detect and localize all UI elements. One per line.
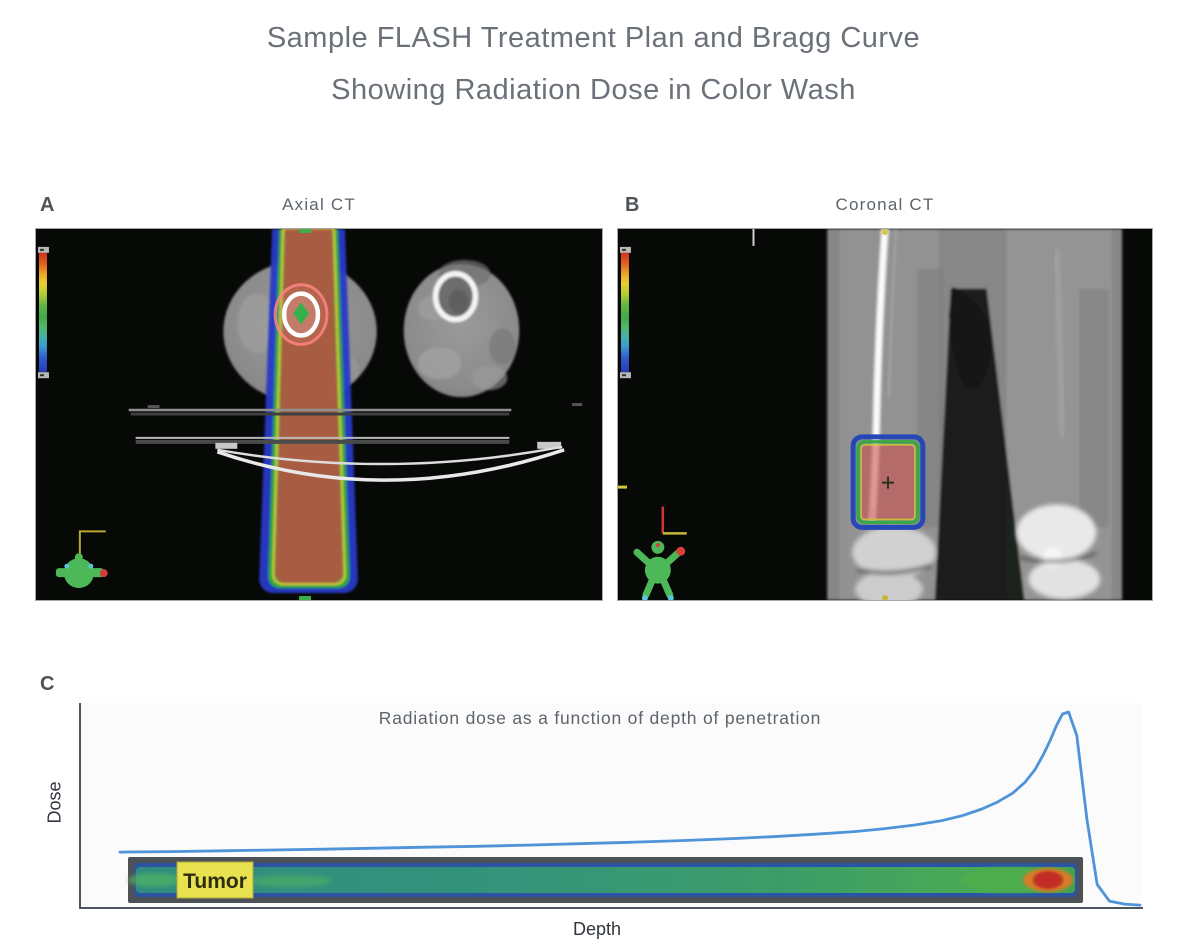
beam-axis-dot-top	[882, 229, 888, 235]
axial-ct-svg	[36, 229, 602, 600]
couch-outline	[128, 403, 583, 482]
figure-title: Sample FLASH Treatment Plan and Bragg Cu…	[0, 12, 1187, 116]
panel-b-title: Coronal CT	[835, 195, 935, 214]
panel-c-label: C	[40, 673, 55, 695]
axial-ct-image	[35, 228, 603, 601]
panel-a-label: A	[40, 194, 55, 216]
dose-box-blue-edge	[850, 434, 926, 530]
slice-tick-top	[752, 229, 755, 246]
dose-colorbar	[37, 246, 49, 379]
dose-wash-box	[850, 434, 926, 530]
crosshair-icon	[882, 476, 894, 489]
patient-orientation-icon	[55, 553, 108, 589]
tumor-label-box	[176, 861, 254, 899]
chart-title: Radiation dose as a function of depth of…	[378, 708, 822, 728]
y-axis-label: Dose	[44, 781, 65, 824]
patient-orientation-icon	[633, 540, 686, 600]
between-legs-gap	[934, 288, 1025, 600]
slice-tick-bottom	[299, 596, 312, 600]
right-thigh-cross-section	[403, 259, 520, 398]
green-streak-left	[127, 873, 183, 887]
panel-b-label: B	[625, 194, 640, 216]
beam-core-red	[275, 229, 343, 584]
couch-sling-lower	[216, 448, 565, 482]
tumor-contour	[273, 283, 329, 346]
left-knee	[852, 526, 936, 600]
coronal-ct-image	[617, 228, 1153, 601]
dose-box-green-edge	[856, 440, 920, 525]
femur-bone-ring	[432, 271, 479, 323]
green-streak-mid	[248, 875, 332, 887]
bragg-curve-line	[118, 710, 1142, 907]
slice-tick-top	[299, 229, 312, 233]
bragg-curve-svg: Tumor	[79, 703, 1143, 909]
beam-edge-yellow	[272, 229, 346, 586]
x-axis-label: Depth	[572, 919, 622, 939]
left-edge-tick	[618, 485, 627, 489]
tumor-label: Tumor	[176, 861, 254, 899]
dose-colorbar	[619, 246, 631, 379]
couch-sling-upper	[217, 445, 563, 466]
right-knee	[1016, 504, 1101, 600]
bragg-curve-chart: Tumor	[0, 660, 1187, 950]
dose-box-yellow-edge	[860, 444, 916, 521]
chart-axes	[79, 703, 1143, 909]
right-femur-bone	[1053, 248, 1065, 438]
tumor-label-text: Tumor	[183, 870, 247, 893]
beam-path-bar	[127, 857, 1083, 903]
bar-teal-fill	[136, 867, 1075, 893]
axis-l-marker	[78, 530, 106, 558]
beam-axis-dot-bottom	[882, 595, 888, 600]
bragg-peak-hotspot-red	[1033, 871, 1063, 889]
figure-title-line1: Sample FLASH Treatment Plan and Bragg Cu…	[266, 22, 921, 54]
panel-a-title: Axial CT	[282, 195, 356, 214]
figure-title-line2: Showing Radiation Dose in Color Wash	[331, 74, 856, 106]
coronal-ct-svg	[618, 229, 1152, 600]
